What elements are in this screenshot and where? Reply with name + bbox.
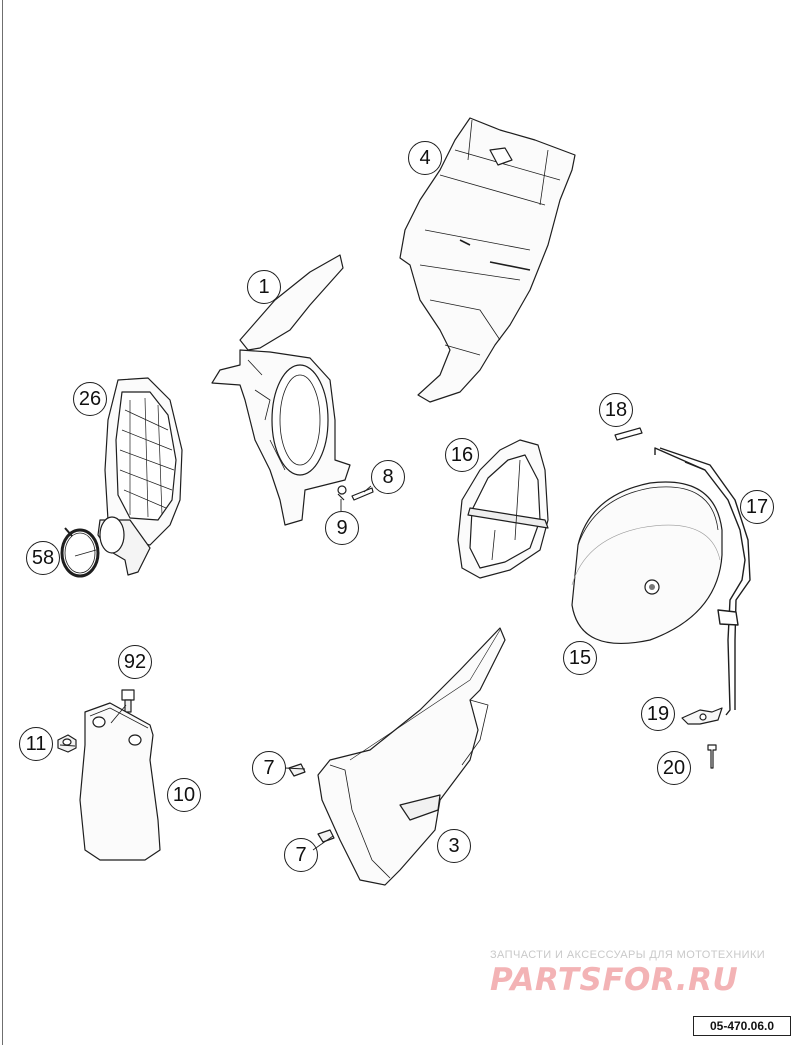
callout-20: 20 bbox=[657, 751, 691, 785]
callout-label: 3 bbox=[448, 835, 460, 857]
callout-4: 4 bbox=[408, 141, 442, 175]
part-screw-7 bbox=[288, 763, 335, 843]
callout-1: 1 bbox=[247, 270, 281, 304]
callout-19: 19 bbox=[641, 697, 675, 731]
part-filter-support bbox=[457, 439, 549, 579]
callout-label: 11 bbox=[25, 733, 47, 755]
watermark-tagline: ЗАПЧАСТИ И АКСЕССУАРЫ ДЛЯ МОТОТЕХНИКИ bbox=[490, 949, 766, 961]
callout-9: 9 bbox=[325, 511, 359, 545]
part-mud-flap bbox=[79, 702, 161, 861]
callout-7-upper: 7 bbox=[252, 751, 286, 785]
callout-label: 9 bbox=[336, 517, 348, 539]
callout-26: 26 bbox=[73, 382, 107, 416]
part-pin bbox=[614, 427, 643, 441]
callout-label: 15 bbox=[568, 647, 592, 669]
callout-8: 8 bbox=[371, 460, 405, 494]
watermark-brand: PARTSFOR.RU bbox=[490, 962, 739, 998]
callout-label: 7 bbox=[295, 844, 307, 866]
part-side-panel bbox=[317, 627, 506, 886]
drawing-reference: 05-470.06.0 bbox=[693, 1016, 791, 1036]
part-fastener-8-9 bbox=[337, 485, 374, 501]
callout-58: 58 bbox=[26, 541, 60, 575]
callout-3: 3 bbox=[437, 829, 471, 863]
part-filter-wire bbox=[654, 447, 751, 716]
part-screw-92 bbox=[121, 689, 135, 713]
callout-18: 18 bbox=[599, 393, 633, 427]
part-airbox-housing bbox=[399, 117, 576, 403]
callout-10: 10 bbox=[167, 778, 201, 812]
callout-7-lower: 7 bbox=[284, 838, 318, 872]
callout-label: 18 bbox=[604, 399, 628, 421]
callout-label: 16 bbox=[450, 444, 474, 466]
callout-label: 17 bbox=[745, 496, 769, 518]
page-border bbox=[2, 0, 3, 1045]
part-nut-11 bbox=[57, 734, 77, 753]
part-clamp bbox=[60, 527, 100, 578]
callout-92: 92 bbox=[118, 645, 152, 679]
callout-label: 92 bbox=[123, 651, 147, 673]
callout-16: 16 bbox=[445, 438, 479, 472]
callout-label: 10 bbox=[172, 784, 196, 806]
part-wing-nut bbox=[681, 707, 723, 725]
callout-label: 26 bbox=[78, 388, 102, 410]
callout-17: 17 bbox=[740, 490, 774, 524]
callout-label: 4 bbox=[419, 147, 431, 169]
callout-label: 8 bbox=[382, 466, 394, 488]
callout-label: 20 bbox=[662, 757, 686, 779]
part-air-filter bbox=[571, 481, 723, 644]
callout-11: 11 bbox=[19, 727, 53, 761]
callout-15: 15 bbox=[563, 641, 597, 675]
part-frame-side bbox=[211, 254, 351, 526]
callout-label: 1 bbox=[258, 276, 270, 298]
callout-label: 7 bbox=[263, 757, 275, 779]
callout-label: 19 bbox=[646, 703, 670, 725]
part-bolt bbox=[707, 744, 717, 769]
part-filter-cage bbox=[97, 377, 183, 576]
callout-label: 58 bbox=[31, 547, 55, 569]
